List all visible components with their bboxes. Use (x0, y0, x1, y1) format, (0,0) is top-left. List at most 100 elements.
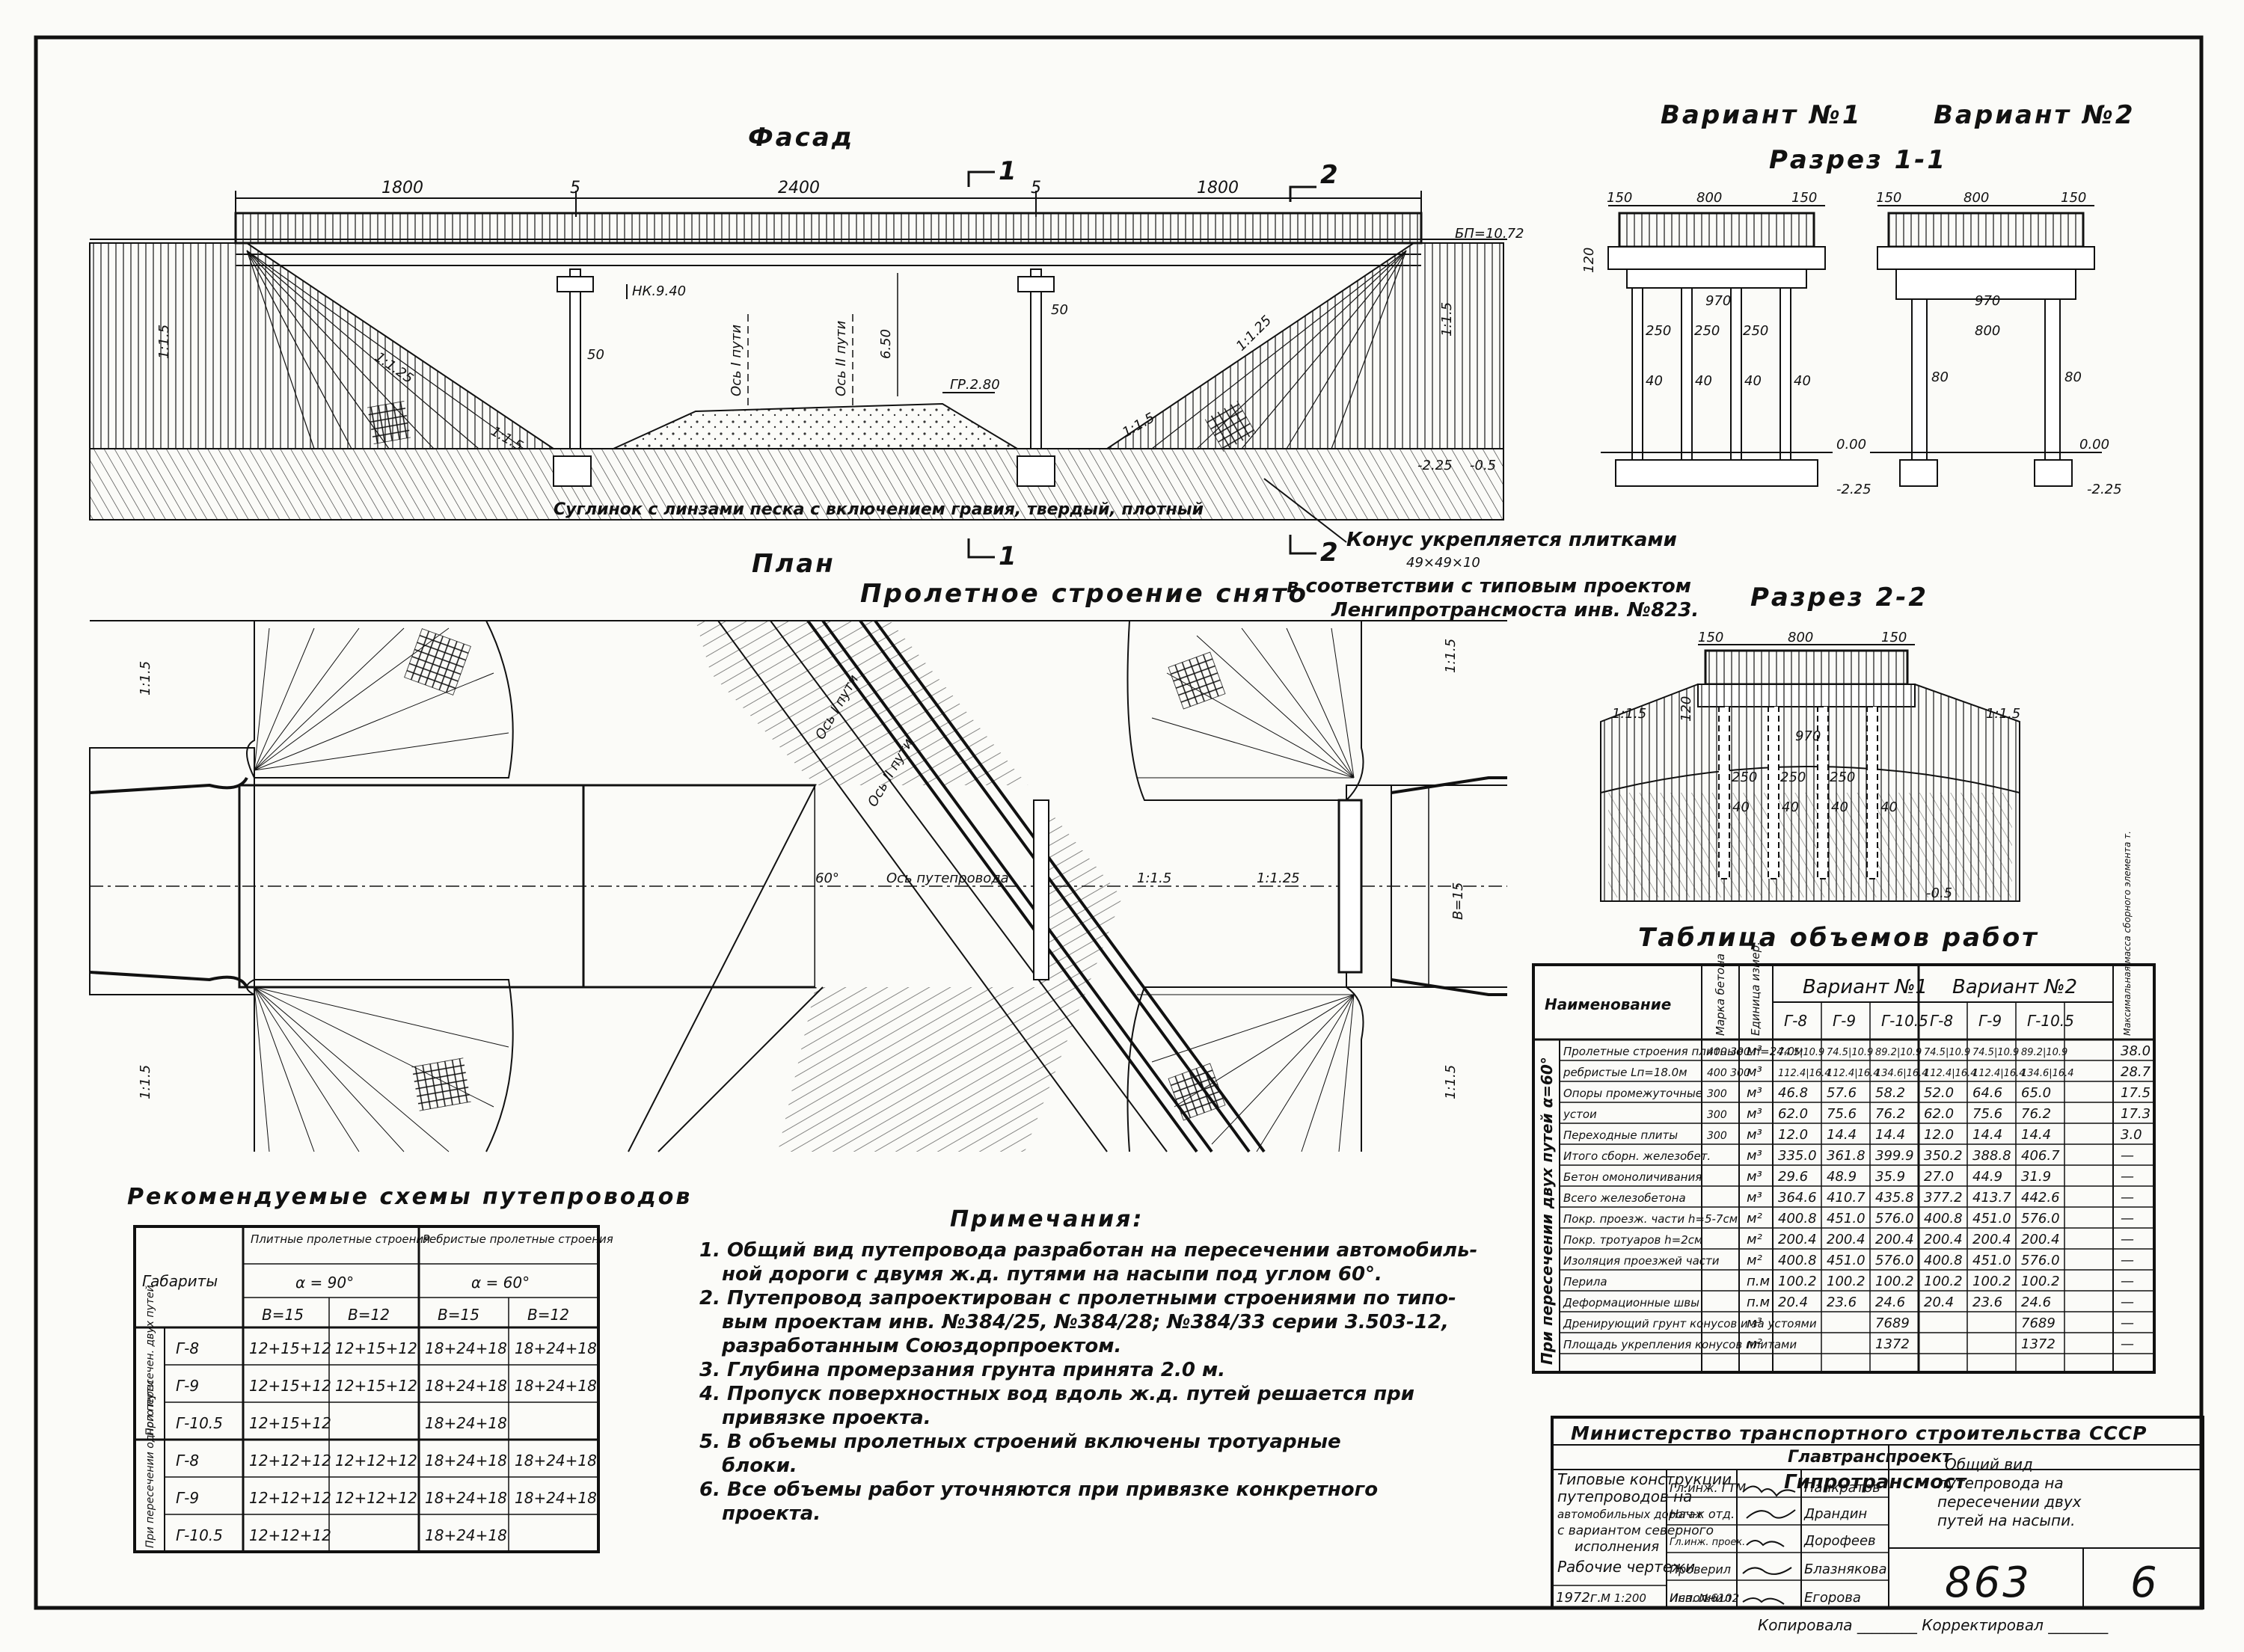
s2-level0: 0.00 (2079, 437, 2109, 452)
facade-axis-2: Ось II пути (833, 320, 849, 396)
vol-cell: 451.0 (1827, 1253, 1866, 1268)
sch-cell: 18+24+18 (425, 1339, 507, 1357)
s1-mid-250a: 250 (1646, 323, 1671, 339)
vol-row-unit: м³ (1747, 1148, 1762, 1164)
vol-cell: 62.0 (1778, 1106, 1808, 1122)
span-1-dim: 1800 (381, 179, 423, 197)
sch-row-gabarit: Г-10.5 (176, 1526, 223, 1544)
vol-cell: 20.4 (1924, 1295, 1954, 1310)
vol-cell: 23.6 (1972, 1295, 2002, 1310)
vol-row-unit: м³ (1747, 1127, 1762, 1143)
vol-cell: 576.0 (2021, 1211, 2060, 1226)
vol-row-name: Площадь укрепления конусов плитами (1563, 1338, 1797, 1351)
vol-cell: 48.9 (1827, 1169, 1857, 1185)
s22-top-3: 150 (1881, 630, 1907, 645)
vol-header-v1: Вариант №1 (1803, 976, 1928, 998)
vol-cell: 350.2 (1924, 1148, 1963, 1164)
sch-alpha90: α = 90° (295, 1274, 354, 1292)
s1-top-dim-1: 150 (1607, 190, 1632, 206)
v2-deck (1887, 212, 2085, 248)
plan-slope-4: 1:1.25 (1257, 870, 1300, 886)
stamp-role-4: Проверил (1670, 1562, 1731, 1576)
vol-cell: 100.2 (1972, 1274, 2011, 1289)
s22-col-2: 40 (1782, 799, 1799, 815)
stamp-role-2: Нач-к отд. (1670, 1507, 1735, 1521)
plan-slope-1: 1:1.5 (138, 661, 153, 696)
plan-width: B=15 (1450, 882, 1466, 920)
sch-cell: 12+12+12 (249, 1489, 331, 1507)
vol-row-brand: 300 (1707, 1130, 1727, 1142)
vol-cell: 200.4 (1924, 1232, 1963, 1247)
sch-row-gabarit: Г-8 (176, 1339, 199, 1357)
vol-row-unit: м³ (1747, 1085, 1762, 1101)
vol-header-brand: Марка бетона (1714, 954, 1727, 1036)
vol-row-unit: м³ (1747, 1064, 1762, 1080)
vol-row-name: Итого сборн. железобет. (1563, 1149, 1711, 1163)
s1-col-3: 40 (1744, 373, 1762, 389)
sch-cell: 12+12+12 (249, 1526, 331, 1544)
stamp-left-5: исполнения (1575, 1539, 1659, 1555)
stamp-left-6: Рабочие чертежи (1557, 1558, 1695, 1576)
vol-cell: 75.6 (1827, 1106, 1857, 1122)
vol-cell: 1372 (1875, 1336, 1910, 1352)
span-2-dim: 2400 (778, 179, 820, 197)
vol-row-name: Покр. проезж. части h=5-7см (1563, 1212, 1738, 1226)
sch-cell: 12+12+12 (335, 1489, 417, 1507)
vol-cell: 74.5|10.9 (1778, 1047, 1824, 1058)
sch-cell: 18+24+18 (425, 1414, 507, 1432)
vol-row-extra: — (2121, 1315, 2134, 1331)
vol-cell: 14.4 (2021, 1127, 2051, 1143)
vol-cell: 576.0 (2021, 1253, 2060, 1268)
stamp-org1: Главтранспроект (1788, 1448, 1952, 1467)
sch-b12: B=12 (348, 1306, 390, 1324)
bridge-deck (234, 212, 1423, 245)
vol-row-extra: — (2121, 1169, 2134, 1185)
vol-cell: 435.8 (1875, 1190, 1914, 1206)
vol-cell: 7689 (1875, 1315, 1910, 1331)
vol-cell: 76.2 (1875, 1106, 1905, 1122)
facade-level-low: -2.25 (1417, 458, 1453, 473)
s22-top-2: 800 (1788, 630, 1813, 645)
sch-cell: 18+24+18 (425, 1452, 507, 1470)
s22-mid-250c: 250 (1830, 770, 1855, 785)
stamp-role-5: Исполнил (1670, 1591, 1731, 1605)
vol-cell: 576.0 (1875, 1253, 1914, 1268)
vol-row-unit: м³ (1747, 1190, 1762, 1206)
stamp-org2: Гипротрансмост (1784, 1471, 1967, 1493)
vol-row-brand: 300 (1707, 1088, 1727, 1100)
vol-cell: 400.8 (1924, 1211, 1963, 1226)
cone-note-4: Ленгипротрансмоста инв. №823. (1331, 599, 1699, 621)
sch-cell: 18+24+18 (515, 1489, 597, 1507)
vol-cell: 406.7 (2021, 1148, 2060, 1164)
vol-row-extra: — (2121, 1190, 2134, 1206)
vol-row-name: ребристые Lп=18.0м (1563, 1066, 1687, 1079)
vol-cell: 14.4 (1827, 1127, 1857, 1143)
vol-row-name: Изоляция проезжей части (1563, 1254, 1720, 1268)
vol-cell: 29.6 (1778, 1169, 1808, 1185)
vol-row-extra: — (2121, 1336, 2134, 1352)
note-line: вым проектам инв. №384/25, №384/28; №384… (722, 1311, 1449, 1333)
note-line: 6. Все объемы работ уточняются при привя… (699, 1478, 1378, 1501)
notes-title: Примечания: (950, 1206, 1144, 1232)
stamp-year: 1972г. (1556, 1590, 1601, 1606)
vol-cell: 14.4 (1972, 1127, 2002, 1143)
stamp-title-3: пересечении двух (1937, 1493, 2082, 1511)
stamp-role-1: Гл.инж. ГТМ (1670, 1481, 1746, 1495)
vol-cell: 413.7 (1972, 1190, 2011, 1206)
cone-note-2: 49×49×10 (1406, 555, 1480, 571)
vol-cell: 451.0 (1827, 1211, 1866, 1226)
vol-cell: 12.0 (1778, 1127, 1808, 1143)
s2-top-dim-1: 150 (1876, 190, 1901, 206)
facade-axis-1: Ось I пути (729, 325, 744, 396)
section-mark-2-bottom: 2 (1320, 538, 1340, 568)
vol-row-name: Дренирующий грунт конусов и за устоями (1563, 1317, 1817, 1330)
plan-slope-5: 1:1.5 (1443, 639, 1459, 673)
vol-cell: 1372 (2021, 1336, 2056, 1352)
stamp-left-3: автомобильных дорогах (1557, 1508, 1702, 1521)
vol-cell: 134.6|16.4 (1875, 1068, 1928, 1079)
stamp-title-2: путепровода на (1937, 1474, 2064, 1492)
sch-row-gabarit: Г-10.5 (176, 1414, 223, 1432)
ground-layer (89, 448, 1504, 521)
s22-h: 120 (1679, 696, 1694, 722)
sch-cell: 12+15+12 (249, 1339, 331, 1357)
